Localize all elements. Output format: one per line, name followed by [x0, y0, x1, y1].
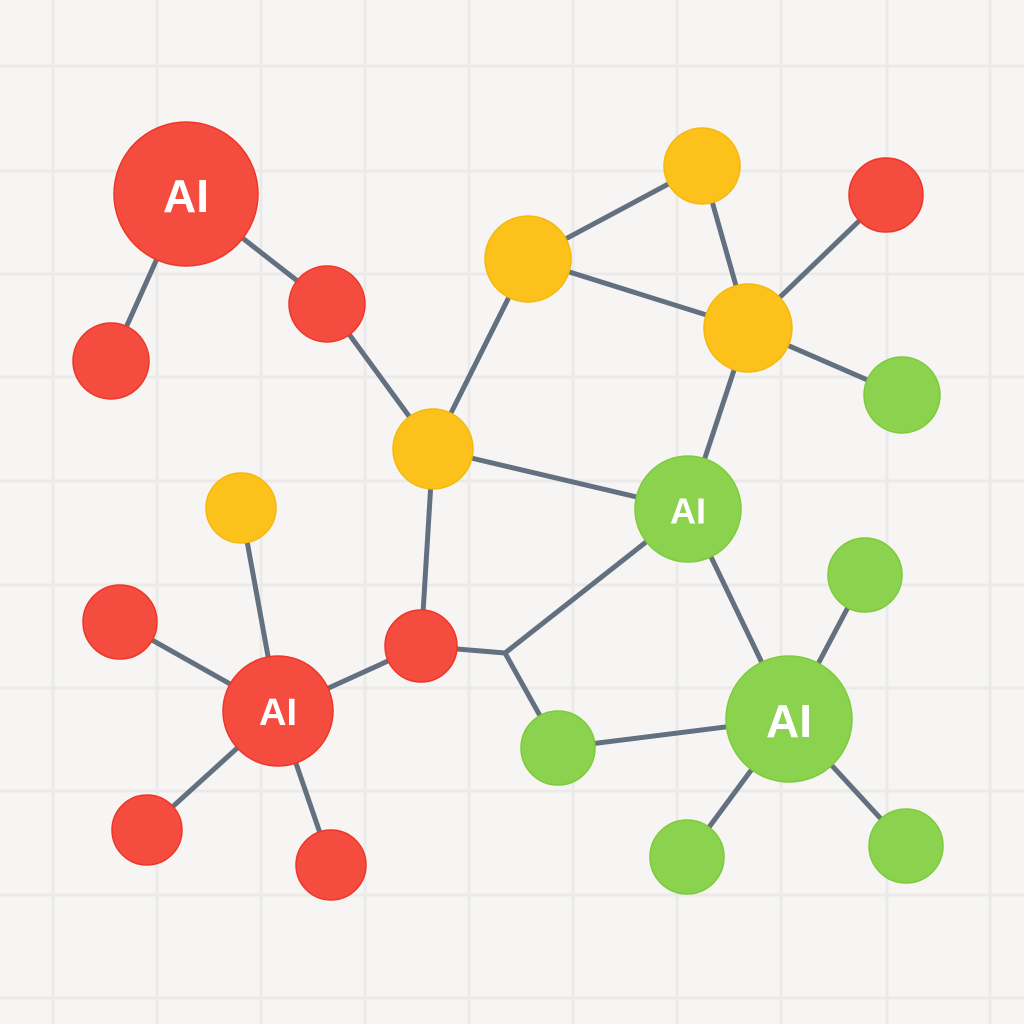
green-node-circle — [520, 710, 596, 786]
green-node-circle — [649, 819, 725, 895]
node-red_left[interactable] — [82, 584, 158, 660]
red-node-circle — [295, 829, 367, 901]
green-node-circle — [634, 455, 742, 563]
red-node-circle — [72, 322, 150, 400]
node-label: AI — [259, 692, 297, 734]
nodes: AI AI AI AI — [72, 121, 944, 901]
yellow-node-circle — [663, 127, 741, 205]
green-node-circle — [725, 655, 853, 783]
red-node-circle — [848, 157, 924, 233]
yellow-node-circle — [484, 215, 572, 303]
node-green_bottom_r[interactable] — [868, 808, 944, 884]
green-node-circle — [827, 537, 903, 613]
node-yellow_right[interactable] — [703, 283, 793, 373]
red-node-circle — [82, 584, 158, 660]
red-node-circle — [288, 265, 366, 343]
node-yellow_top[interactable] — [663, 127, 741, 205]
node-yellow_small[interactable] — [205, 472, 277, 544]
green-node-circle — [863, 356, 941, 434]
node-yellow_center[interactable] — [392, 408, 474, 490]
node-red_a[interactable] — [72, 322, 150, 400]
node-red_bl[interactable] — [111, 794, 183, 866]
ai-node-ai_red_top[interactable]: AI — [113, 121, 259, 267]
yellow-node-circle — [205, 472, 277, 544]
node-label: AI — [163, 170, 209, 222]
ai-node-ai_red_bottom[interactable]: AI — [222, 655, 334, 767]
green-node-circle — [868, 808, 944, 884]
node-green_bottom_l[interactable] — [649, 819, 725, 895]
red-node-circle — [384, 609, 458, 683]
node-green_right[interactable] — [863, 356, 941, 434]
node-green_top_small[interactable] — [827, 537, 903, 613]
red-node-circle — [113, 121, 259, 267]
ai-node-ai_green_big[interactable]: AI — [725, 655, 853, 783]
node-yellow_upper[interactable] — [484, 215, 572, 303]
node-red_center[interactable] — [384, 609, 458, 683]
yellow-node-circle — [703, 283, 793, 373]
node-label: AI — [670, 491, 706, 532]
red-node-circle — [222, 655, 334, 767]
node-red_bottom[interactable] — [295, 829, 367, 901]
node-red_top_right[interactable] — [848, 157, 924, 233]
red-node-circle — [111, 794, 183, 866]
yellow-node-circle — [392, 408, 474, 490]
node-label: AI — [766, 695, 812, 747]
node-red_b[interactable] — [288, 265, 366, 343]
ai-node-ai_green_mid[interactable]: AI — [634, 455, 742, 563]
node-green_low_left[interactable] — [520, 710, 596, 786]
